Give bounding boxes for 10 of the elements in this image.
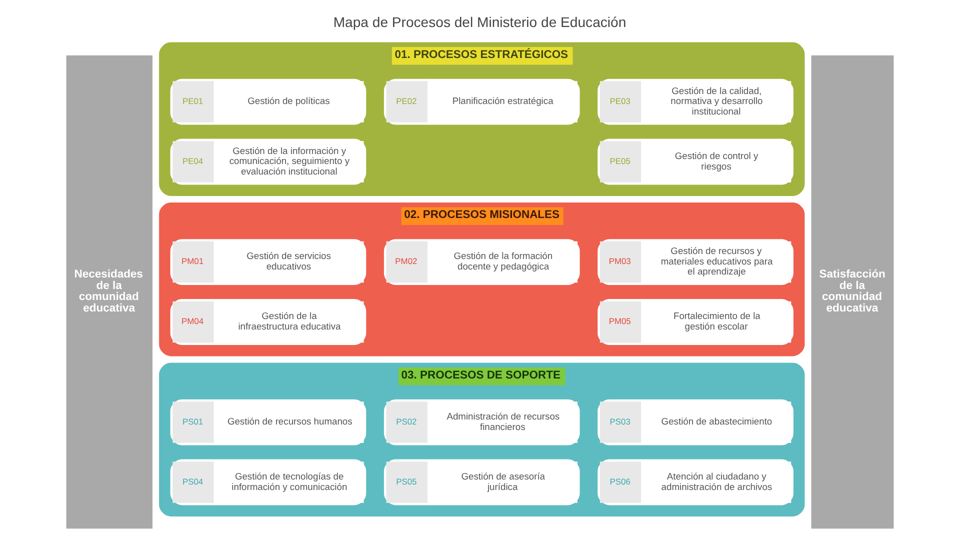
node-box: PE01 Gestión de políticas (170, 78, 366, 125)
node-box: PE04 Gestión de la información y comunicación, seguimiento y evaluación institucional (170, 138, 366, 185)
node-box: PS02 Administración de recursos financieros (384, 399, 580, 446)
node-box: Satisfacción de la comunidad educativa (811, 55, 894, 529)
node-box: PS04 Gestión de tecnologías de información y comunicación (170, 459, 366, 506)
node-box: PS05 Gestión de asesoría jurídica (384, 459, 580, 506)
node-box: PS01 Gestión de recursos humanos (170, 399, 366, 446)
node-box: PE02 Planificación estratégica (384, 78, 580, 125)
node-box: Necesidades de la comunidad educativa (66, 55, 152, 529)
diagram-title: Mapa de Procesos del Ministerio de Educación (333, 14, 626, 30)
